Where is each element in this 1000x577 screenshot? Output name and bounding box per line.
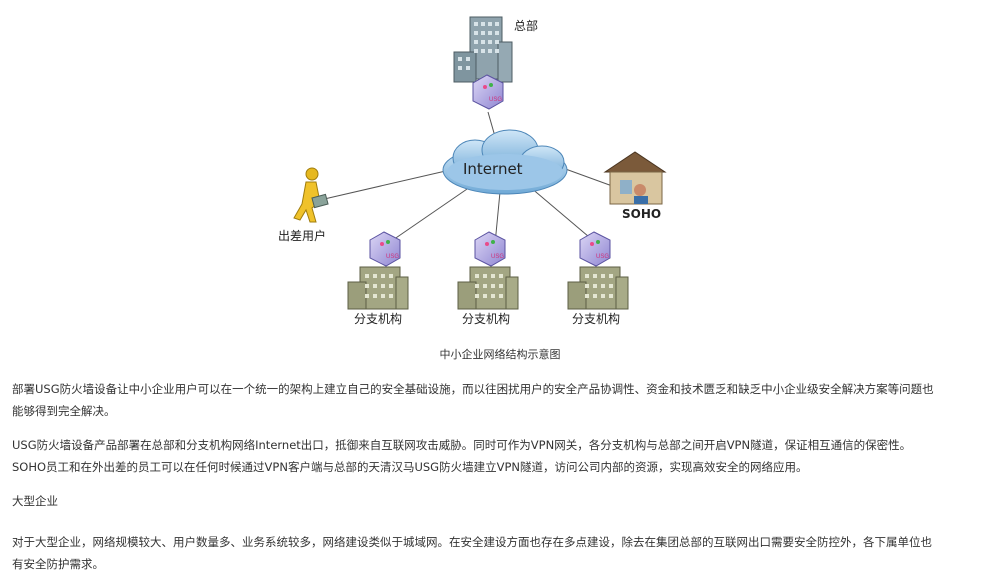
traveler-icon (293, 167, 329, 223)
branch1-label: 分支机构 (354, 311, 402, 326)
hq-device-label: USG (489, 97, 502, 103)
traveler-label: 出差用户 (278, 228, 326, 243)
soho-label: SOHO (622, 207, 661, 221)
internet-label: Internet (463, 160, 523, 178)
network-diagram: 总部 USG Internet 出差用户 SOHO USG USG (270, 12, 690, 327)
branch3-building-icon (567, 266, 629, 310)
hq-building-icon (453, 16, 513, 83)
internet-cloud-icon (442, 129, 568, 195)
paragraph-2: USG防火墙设备产品部署在总部和分支机构网络Internet出口，抵御来自互联网… (12, 438, 912, 474)
branch2-building-icon (457, 266, 519, 310)
branch2-device-label: USG (491, 254, 504, 260)
network-diagram-svg: 总部 USG Internet 出差用户 SOHO USG USG (278, 16, 667, 326)
branch3-label: 分支机构 (572, 311, 620, 326)
branch3-device-label: USG (596, 254, 609, 260)
soho-house-icon (603, 151, 667, 205)
branch1-building-icon (347, 266, 409, 310)
branch1-firewall-icon: USG (369, 231, 401, 267)
paragraph-3: 对于大型企业，网络规模较大、用户数量多、业务系统较多，网络建设类似于城域网。在安… (12, 535, 932, 571)
section-heading: 大型企业 (12, 494, 58, 508)
figure-caption: 中小企业网络结构示意图 (439, 348, 561, 361)
branch2-label: 分支机构 (462, 311, 510, 326)
hq-firewall-icon: USG (472, 74, 504, 110)
paragraph-1: 部署USG防火墙设备让中小企业用户可以在一个统一的架构上建立自己的安全基础设施，… (12, 382, 934, 418)
branch2-firewall-icon: USG (474, 231, 506, 267)
branch3-firewall-icon: USG (579, 231, 611, 267)
connection-lines (319, 111, 616, 245)
branch1-device-label: USG (386, 254, 399, 260)
hq-label: 总部 (514, 18, 538, 33)
